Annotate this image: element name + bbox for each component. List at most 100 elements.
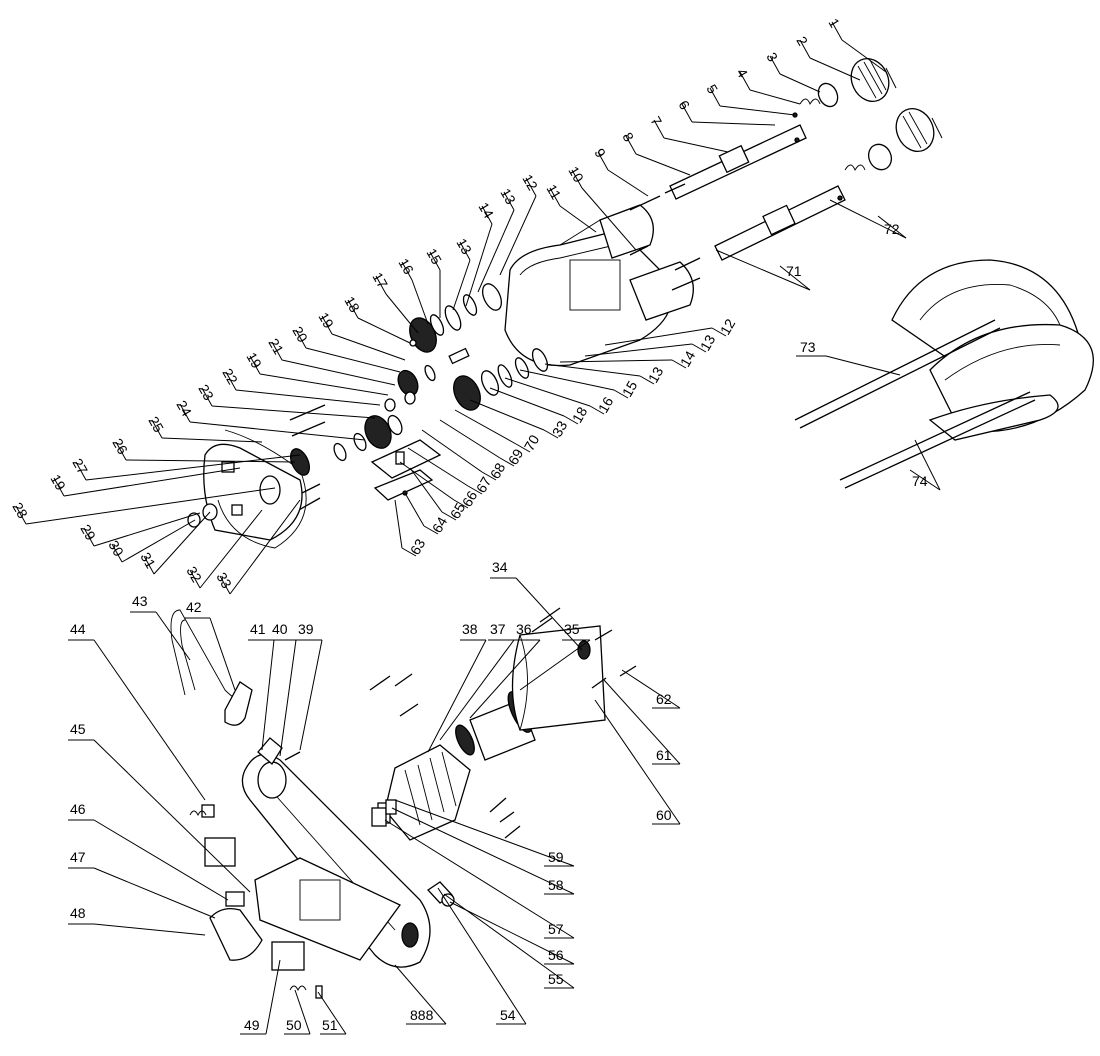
callout-leader-line	[449, 901, 575, 965]
callout-label-12: 12	[717, 316, 739, 338]
callout-underline	[549, 187, 561, 207]
callout-label-13: 13	[453, 236, 475, 258]
callout-label-6: 6	[675, 98, 693, 113]
callout-label-61: 61	[656, 747, 672, 763]
callout-leader-line	[469, 639, 541, 719]
callout-underline	[639, 375, 655, 385]
callout-underline	[625, 135, 637, 155]
callout-label-73: 73	[800, 339, 816, 355]
callout-leader-line	[439, 419, 501, 459]
callout-underline	[249, 355, 261, 375]
chuck-collar-upper	[799, 58, 897, 108]
callout-label-13: 13	[497, 186, 519, 208]
callout-leader-line	[121, 519, 196, 563]
callout-leader-line	[409, 467, 443, 513]
callout-label-14: 14	[475, 200, 497, 222]
callout-label-42: 42	[186, 599, 202, 615]
callout-leader-line	[477, 209, 515, 293]
callout-label-19: 19	[315, 310, 337, 332]
callout-leader-line	[454, 409, 517, 445]
callout-leader-line	[603, 679, 681, 765]
callout-label-8: 8	[619, 130, 637, 145]
callout-label-18: 18	[569, 404, 591, 426]
callout-label-66: 66	[459, 488, 481, 510]
callout-underline	[739, 71, 751, 91]
callout-label-31: 31	[137, 550, 159, 572]
callout-leader-line	[519, 639, 591, 691]
callout-underline	[295, 329, 307, 349]
callout-label-2: 2	[793, 34, 811, 49]
callout-leaders	[15, 21, 941, 1035]
callout-leader-line	[544, 363, 641, 377]
mixing-paddles	[794, 259, 1094, 489]
callout-label-33: 33	[549, 418, 571, 440]
callout-label-21: 21	[265, 336, 287, 358]
callout-leader-line	[391, 807, 575, 895]
callout-underline	[543, 429, 559, 439]
callout-leader-line	[841, 39, 887, 73]
callout-label-13: 13	[645, 364, 667, 386]
callout-label-37: 37	[490, 621, 506, 637]
callout-underline	[219, 575, 231, 595]
callout-label-69: 69	[505, 446, 527, 468]
spindle-lower	[714, 185, 846, 261]
callout-label-26: 26	[109, 436, 131, 458]
callout-leader-line	[469, 399, 545, 431]
power-cord	[170, 609, 301, 765]
callout-label-44: 44	[70, 621, 86, 637]
callout-leader-line	[719, 105, 796, 116]
callout-underline	[563, 415, 579, 425]
callout-label-65: 65	[447, 500, 469, 522]
callout-leader-line	[437, 887, 527, 1025]
callout-label-72: 72	[884, 221, 900, 237]
callout-leader-line	[489, 387, 565, 417]
callout-leader-line	[299, 639, 323, 751]
callout-leader-line	[504, 377, 591, 407]
callout-label-36: 36	[516, 621, 532, 637]
callout-leader-line	[621, 669, 681, 709]
callout-label-22: 22	[219, 366, 241, 388]
callout-label-19: 19	[243, 350, 265, 372]
callout-label-62: 62	[656, 691, 672, 707]
callout-label-24: 24	[173, 398, 195, 420]
callout-label-39: 39	[298, 621, 314, 637]
callout-label-5: 5	[703, 82, 721, 97]
callout-underline	[115, 441, 127, 461]
callout-underline	[453, 499, 469, 509]
callout-label-9: 9	[591, 146, 609, 161]
callout-underline	[481, 205, 493, 225]
callout-leader-line	[93, 819, 229, 901]
callout-leader-line	[411, 279, 429, 325]
callout-leader-line	[357, 317, 411, 344]
callout-label-63: 63	[407, 536, 429, 558]
callout-underline	[571, 169, 583, 189]
callout-leader-line	[607, 169, 649, 197]
callout-leader-line	[394, 799, 575, 867]
callout-underline	[15, 505, 27, 525]
callout-leader-line	[559, 359, 673, 363]
callout-leader-line	[635, 153, 691, 176]
callout-underline	[53, 477, 65, 497]
callout-underline	[653, 119, 665, 139]
callout-underline	[515, 443, 531, 453]
callout-underline	[375, 275, 387, 295]
callout-label-3: 3	[763, 50, 781, 65]
callout-label-71: 71	[786, 263, 802, 279]
callout-underline	[709, 87, 721, 107]
callout-label-56: 56	[548, 947, 564, 963]
callout-label-40: 40	[272, 621, 288, 637]
callout-underline	[347, 299, 359, 319]
callout-leader-line	[259, 373, 389, 396]
callout-underline	[225, 371, 237, 391]
callout-leader-line	[211, 405, 376, 419]
callout-leader-line	[394, 964, 447, 1025]
callout-leader-line	[294, 989, 311, 1035]
callout-label-35: 35	[564, 621, 580, 637]
callout-label-57: 57	[548, 921, 564, 937]
callout-leader-line	[825, 355, 901, 376]
callout-underline	[499, 457, 515, 467]
spindle-upper	[669, 112, 807, 200]
motor-end-cover	[511, 625, 606, 731]
callout-label-14: 14	[677, 348, 699, 370]
